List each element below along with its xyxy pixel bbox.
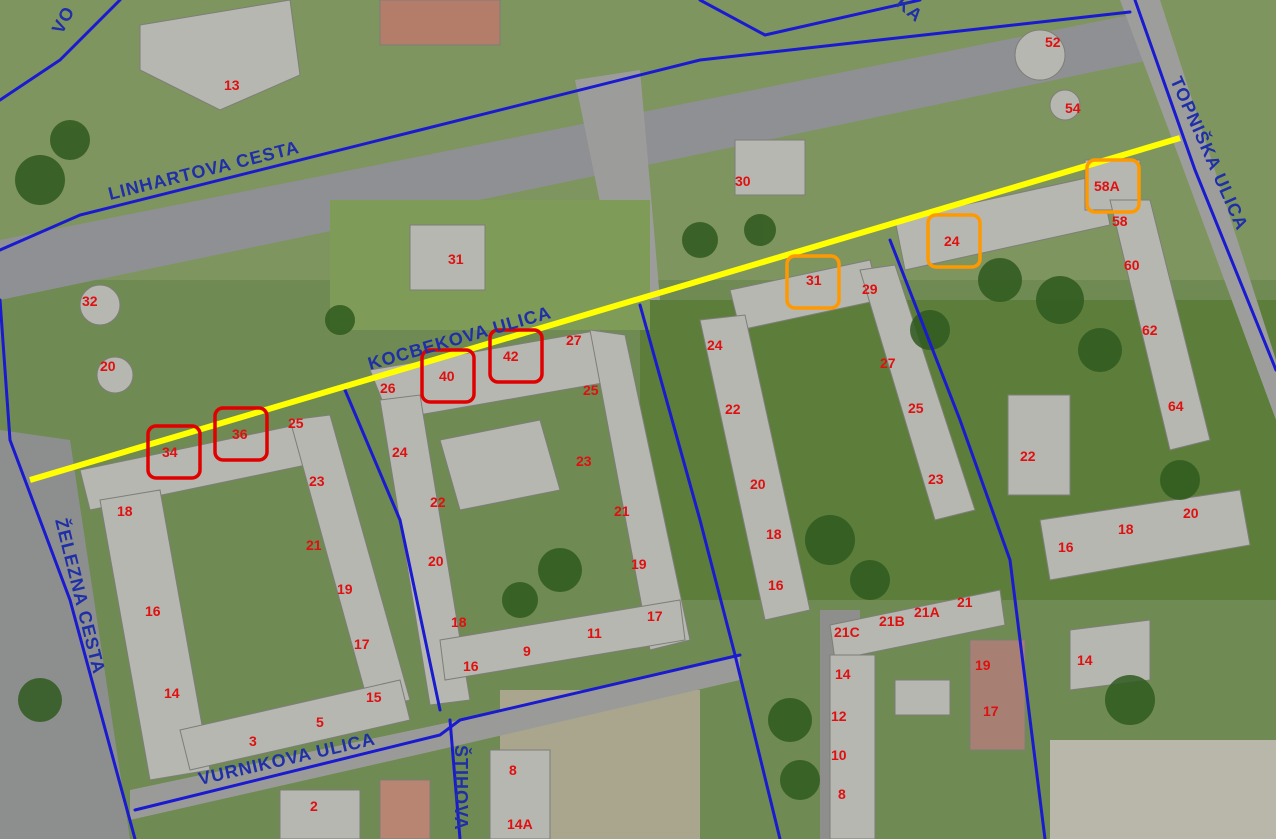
house-number: 2 xyxy=(310,798,318,814)
street-label-stihova: ŠTIHOVA xyxy=(451,745,472,831)
house-number: 18 xyxy=(451,614,467,630)
house-number: 14 xyxy=(1077,652,1093,668)
house-number: 17 xyxy=(983,703,999,719)
house-number: 13 xyxy=(224,77,240,93)
house-number: 24 xyxy=(707,337,723,353)
house-number: 15 xyxy=(366,689,382,705)
house-number: 17 xyxy=(354,636,370,652)
zelezna-road xyxy=(0,430,130,839)
house-number: 16 xyxy=(768,577,784,593)
house-number: 23 xyxy=(928,471,944,487)
house-number: 26 xyxy=(380,380,396,396)
house-number: 9 xyxy=(523,643,531,659)
house-number: 14A xyxy=(507,816,533,832)
marker-red-36 xyxy=(213,406,269,462)
house-number: 21 xyxy=(306,537,322,553)
marker-orange-31 xyxy=(785,254,841,310)
house-number: 60 xyxy=(1124,257,1140,273)
marker-orange-24 xyxy=(926,213,982,269)
house-number: 17 xyxy=(647,608,663,624)
house-number: 34 xyxy=(162,444,178,460)
house-number: 21C xyxy=(834,624,860,640)
house-number: 5 xyxy=(316,714,324,730)
house-number: 40 xyxy=(439,368,455,384)
house-number: 54 xyxy=(1065,100,1081,116)
house-number: 12 xyxy=(831,708,847,724)
house-number: 21 xyxy=(957,594,973,610)
house-number: 23 xyxy=(576,453,592,469)
house-number: 52 xyxy=(1045,34,1061,50)
house-number: 30 xyxy=(735,173,751,189)
parking-lot xyxy=(1050,740,1276,839)
buildings xyxy=(79,0,1251,839)
house-number: 21B xyxy=(879,613,905,629)
marker-red-42 xyxy=(488,328,544,384)
house-number: 42 xyxy=(503,348,519,364)
house-number: 24 xyxy=(392,444,408,460)
house-number: 62 xyxy=(1142,322,1158,338)
house-number: 10 xyxy=(831,747,847,763)
house-number: 22 xyxy=(1020,448,1036,464)
marker-red-34 xyxy=(146,424,202,480)
house-number: 18 xyxy=(117,503,133,519)
marker-orange-58A xyxy=(1085,158,1141,214)
house-number: 22 xyxy=(430,494,446,510)
highlighted-segment xyxy=(29,135,1181,483)
house-number: 19 xyxy=(631,556,647,572)
house-number: 27 xyxy=(880,355,896,371)
house-number: 16 xyxy=(463,658,479,674)
house-number: 27 xyxy=(566,332,582,348)
tree-clusters xyxy=(15,120,1200,800)
house-number: 58A xyxy=(1094,178,1120,194)
house-number: 20 xyxy=(100,358,116,374)
house-number: 20 xyxy=(428,553,444,569)
house-number: 22 xyxy=(725,401,741,417)
house-number: 25 xyxy=(288,415,304,431)
house-number: 36 xyxy=(232,426,248,442)
house-number: 21A xyxy=(914,604,940,620)
house-number: 32 xyxy=(82,293,98,309)
house-numbers: 13 52 54 30 31 32 20 58A 58 60 62 64 24 … xyxy=(82,34,1199,832)
house-number: 24 xyxy=(944,233,960,249)
house-number: 8 xyxy=(838,786,846,802)
house-number: 8 xyxy=(509,762,517,778)
house-number: 64 xyxy=(1168,398,1184,414)
house-number: 16 xyxy=(145,603,161,619)
house-number: 58 xyxy=(1112,213,1128,229)
house-number: 3 xyxy=(249,733,257,749)
house-number: 25 xyxy=(583,382,599,398)
house-number: 16 xyxy=(1058,539,1074,555)
house-number: 21 xyxy=(614,503,630,519)
house-number: 25 xyxy=(908,400,924,416)
house-number: 31 xyxy=(448,251,464,267)
house-number: 11 xyxy=(587,625,602,641)
marker-red-40 xyxy=(420,348,476,404)
house-number: 29 xyxy=(862,281,878,297)
house-number: 23 xyxy=(309,473,325,489)
house-number: 20 xyxy=(1183,505,1199,521)
house-number: 20 xyxy=(750,476,766,492)
house-number: 18 xyxy=(766,526,782,542)
house-number: 14 xyxy=(835,666,851,682)
linhartova-road xyxy=(0,15,1150,300)
markers xyxy=(146,158,1141,480)
house-number: 31 xyxy=(806,272,822,288)
house-number: 18 xyxy=(1118,521,1134,537)
house-number: 19 xyxy=(975,657,991,673)
house-number: 14 xyxy=(164,685,180,701)
house-number: 19 xyxy=(337,581,353,597)
